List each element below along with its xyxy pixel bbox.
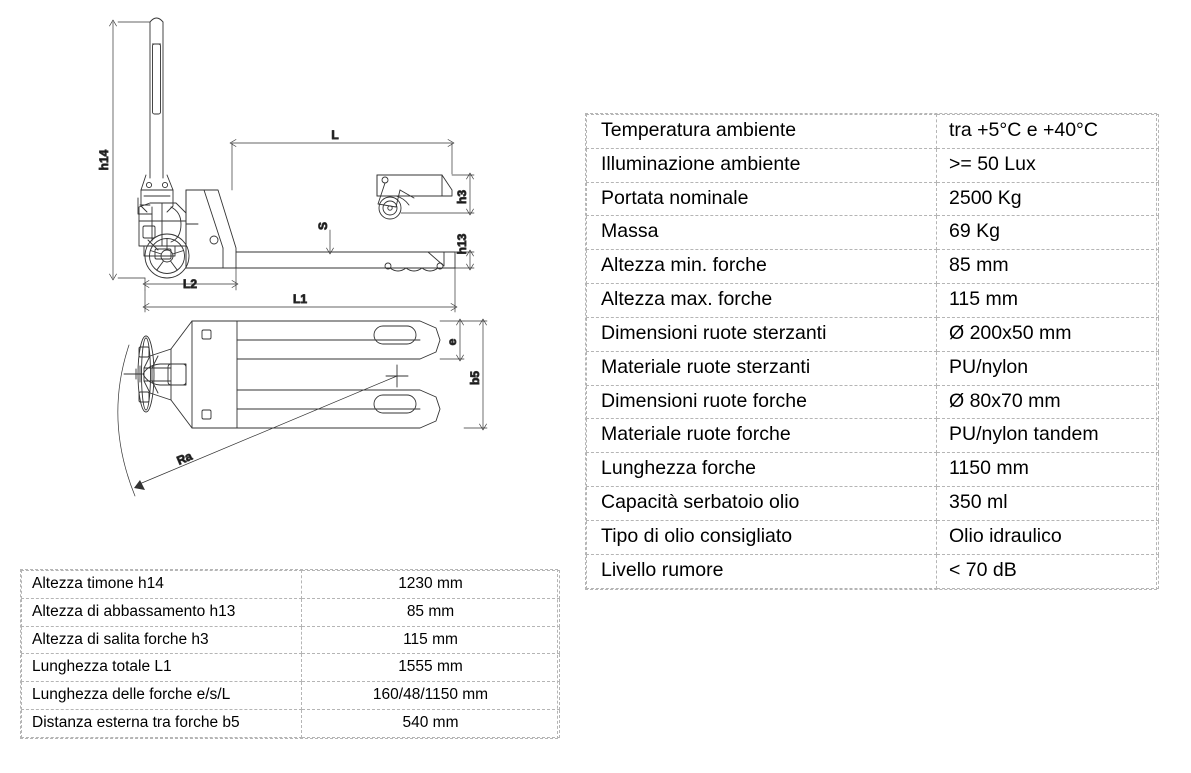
dim-value: 160/48/1150 mm [301, 681, 560, 711]
tiller-linkage [137, 174, 174, 215]
plan-steering-head [138, 346, 187, 403]
dim-value: 540 mm [301, 709, 560, 738]
specifications-table-body: Temperatura ambiente tra +5°C e +40°C Il… [586, 114, 1159, 589]
table-row: Massa 69 Kg [586, 215, 1159, 251]
spec-label: Altezza min. forche [586, 249, 937, 285]
dim-value: 85 mm [301, 597, 560, 627]
chassis-frame [185, 189, 237, 269]
dim-value: 115 mm [301, 625, 560, 655]
dimensions-table: Altezza timone h14 1230 mm Altezza di ab… [20, 569, 560, 739]
spec-value: PU/nylon [936, 350, 1159, 386]
spec-label: Massa [586, 215, 937, 251]
spec-value: Ø 80x70 mm [936, 384, 1159, 420]
table-row: Altezza max. forche 115 mm [586, 283, 1159, 318]
spec-label: Temperatura ambiente [586, 114, 937, 149]
spec-value: 85 mm [936, 249, 1159, 285]
technical-drawing: h14 L h3 h13 S L2 L1 [0, 0, 570, 540]
table-row: Altezza timone h14 1230 mm [21, 570, 560, 599]
spec-label: Materiale ruote sterzanti [586, 350, 937, 386]
spec-value: 2500 Kg [936, 181, 1159, 217]
dim-label-L1: L1 [293, 292, 307, 306]
plan-view-dimensions [439, 318, 488, 431]
plan-forks [236, 320, 441, 429]
side-view-group [137, 17, 456, 279]
dim-label: Lunghezza totale L1 [21, 653, 302, 683]
spec-label: Tipo di olio consigliato [586, 519, 937, 555]
dim-label: Distanza esterna tra forche b5 [21, 709, 302, 738]
dimensions-table-body: Altezza timone h14 1230 mm Altezza di ab… [21, 570, 560, 738]
dim-label-h3: h3 [455, 190, 469, 204]
spec-label: Materiale ruote forche [586, 418, 937, 454]
spec-value: Ø 200x50 mm [936, 316, 1159, 352]
dim-value: 1230 mm [301, 570, 560, 599]
table-row: Lunghezza totale L1 1555 mm [21, 653, 560, 683]
dim-label-S: S [316, 222, 330, 230]
dim-label: Altezza timone h14 [21, 570, 302, 599]
table-row: Dimensioni ruote forche Ø 80x70 mm [586, 384, 1159, 420]
table-row: Livello rumore < 70 dB [586, 553, 1159, 589]
spec-label: Livello rumore [586, 553, 937, 589]
spec-label: Illuminazione ambiente [586, 147, 937, 183]
side-view-dimensions [109, 19, 475, 313]
fork-roller-assembly-raised [376, 174, 453, 220]
table-row: Tipo di olio consigliato Olio idraulico [586, 519, 1159, 555]
table-row: Lunghezza delle forche e/s/L 160/48/1150… [21, 681, 560, 711]
table-row: Temperatura ambiente tra +5°C e +40°C [586, 114, 1159, 149]
table-row: Altezza min. forche 85 mm [586, 249, 1159, 285]
fork-beam-side [235, 251, 456, 269]
spec-value: Olio idraulico [936, 519, 1159, 555]
dim-label: Altezza di salita forche h3 [21, 625, 302, 655]
dim-value: 1555 mm [301, 653, 560, 683]
dim-label: Lunghezza delle forche e/s/L [21, 681, 302, 711]
spec-label: Lunghezza forche [586, 452, 937, 488]
fork-roller-linkage-lowered [384, 251, 445, 272]
spec-value: 350 ml [936, 486, 1159, 521]
spec-value: 1150 mm [936, 452, 1159, 488]
dim-label-e: e [445, 338, 459, 345]
dim-label-L: L [331, 128, 338, 142]
table-row: Materiale ruote forche PU/nylon tandem [586, 418, 1159, 454]
dim-label-L2: L2 [183, 277, 197, 291]
spec-value: PU/nylon tandem [936, 418, 1159, 454]
spec-label: Altezza max. forche [586, 283, 937, 318]
table-row: Distanza esterna tra forche b5 540 mm [21, 709, 560, 738]
plan-view-group [117, 320, 441, 497]
spec-value: 69 Kg [936, 215, 1159, 251]
spec-value: 115 mm [936, 283, 1159, 318]
steering-wheel-side [144, 233, 190, 279]
table-row: Dimensioni ruote sterzanti Ø 200x50 mm [586, 316, 1159, 352]
plan-turning-radius [117, 344, 398, 497]
plan-body-plate [170, 320, 238, 429]
table-row: Capacità serbatoio olio 350 ml [586, 486, 1159, 521]
table-row: Lunghezza forche 1150 mm [586, 452, 1159, 488]
spec-value: tra +5°C e +40°C [936, 114, 1159, 149]
plan-steering-wheel [123, 335, 155, 413]
spec-label: Dimensioni ruote sterzanti [586, 316, 937, 352]
dim-label-h13: h13 [455, 233, 469, 254]
spec-label: Portata nominale [586, 181, 937, 217]
dim-label-turning-radius: Ra [175, 449, 195, 468]
table-row: Altezza di salita forche h3 115 mm [21, 625, 560, 655]
spec-value: >= 50 Lux [936, 147, 1159, 183]
dimensions-table-inner: Altezza timone h14 1230 mm Altezza di ab… [21, 570, 560, 738]
spec-label: Dimensioni ruote forche [586, 384, 937, 420]
drawing-canvas: h14 L h3 h13 S L2 L1 [97, 17, 488, 497]
table-row: Materiale ruote sterzanti PU/nylon [586, 350, 1159, 386]
dim-label-b5: b5 [468, 371, 482, 385]
dim-label: Altezza di abbassamento h13 [21, 597, 302, 627]
table-row: Altezza di abbassamento h13 85 mm [21, 597, 560, 627]
table-row: Portata nominale 2500 Kg [586, 181, 1159, 217]
table-row: Illuminazione ambiente >= 50 Lux [586, 147, 1159, 183]
dim-label-h14: h14 [97, 149, 111, 170]
spec-label: Capacità serbatoio olio [586, 486, 937, 521]
specifications-table: Temperatura ambiente tra +5°C e +40°C Il… [585, 113, 1159, 590]
tiller-handle [149, 17, 164, 179]
spec-value: < 70 dB [936, 553, 1159, 589]
specifications-table-inner: Temperatura ambiente tra +5°C e +40°C Il… [586, 114, 1159, 589]
